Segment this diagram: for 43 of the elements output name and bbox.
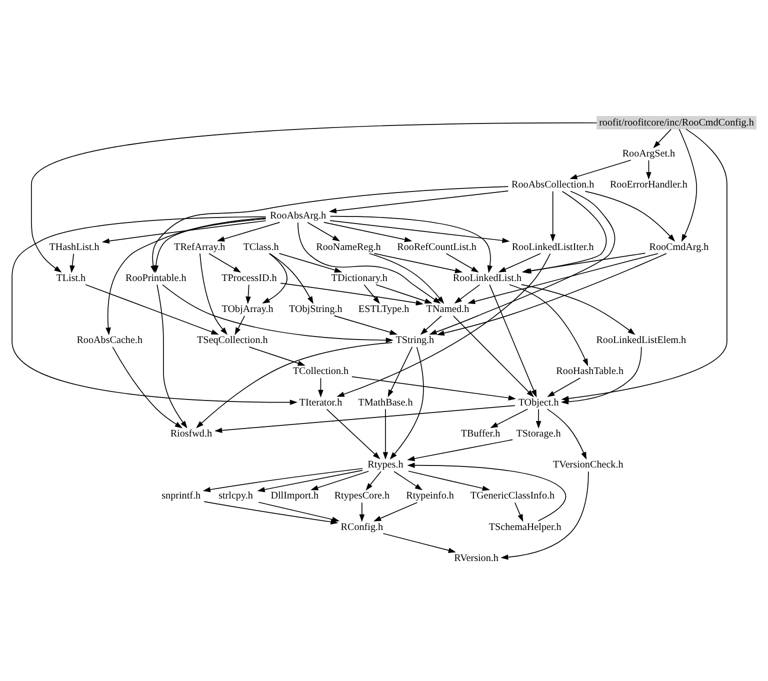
node-text: TBuffer.h xyxy=(460,428,500,440)
node-text: RooRefCountList.h xyxy=(397,242,476,253)
node-text: TSeqCollection.h xyxy=(196,335,268,346)
node-text: RtypesCore.h xyxy=(334,490,390,502)
node-text: RVersion.h xyxy=(454,552,498,564)
node-text: snprintf.h xyxy=(162,490,201,502)
node-text: TCollection.h xyxy=(292,366,349,378)
node-text: RooLinkedListElem.h xyxy=(596,335,686,346)
node-text: strlcpy.h xyxy=(218,490,253,502)
node-text: RooCmdArg.h xyxy=(649,242,709,253)
node-text: DllImport.h xyxy=(270,490,319,502)
node-text: TMathBase.h xyxy=(358,397,413,408)
node-text: RooNameReg.h xyxy=(316,242,381,253)
node-text: Riosfwd.h xyxy=(170,428,212,440)
node-text: RooArgSet.h xyxy=(622,148,676,160)
node-text: TNamed.h xyxy=(426,304,470,315)
node-text: TObjString.h xyxy=(289,304,342,315)
node-text: TList.h xyxy=(56,272,86,284)
node-text: RooPrintable.h xyxy=(125,272,186,284)
node-text: TVersionCheck.h xyxy=(553,460,624,471)
node-text: ESTLType.h xyxy=(358,304,410,315)
node-text: TClass.h xyxy=(243,242,279,253)
node-text: TRefArray.h xyxy=(174,242,226,253)
node-text: RooAbsArg.h xyxy=(270,210,326,222)
node-text: RConfig.h xyxy=(340,522,384,533)
node-text: RooAbsCollection.h xyxy=(512,180,594,191)
node-text: TObject.h xyxy=(518,397,559,408)
node-text: RooAbsCache.h xyxy=(76,335,143,346)
node-text: TObjArray.h xyxy=(222,304,274,315)
node-text: TProcessID.h xyxy=(222,272,277,284)
node-text: TGenericClassInfo.h xyxy=(470,490,555,502)
node-text: TStorage.h xyxy=(516,428,561,440)
node-text: TDictionary.h xyxy=(331,272,388,284)
node-text: TString.h xyxy=(396,335,434,346)
node-text: Rtypes.h xyxy=(368,460,404,471)
node-text: THashList.h xyxy=(49,242,100,253)
node-text: RooHashTable.h xyxy=(556,366,624,378)
node-text: RooErrorHandler.h xyxy=(610,180,688,191)
node-text: TSchemaHelper.h xyxy=(488,522,562,533)
node-text: RooLinkedList.h xyxy=(452,272,522,284)
node-text: RooLinkedListIter.h xyxy=(512,242,594,253)
node-text: TIterator.h xyxy=(299,397,342,408)
node-text: Rtypeinfo.h xyxy=(406,490,454,502)
